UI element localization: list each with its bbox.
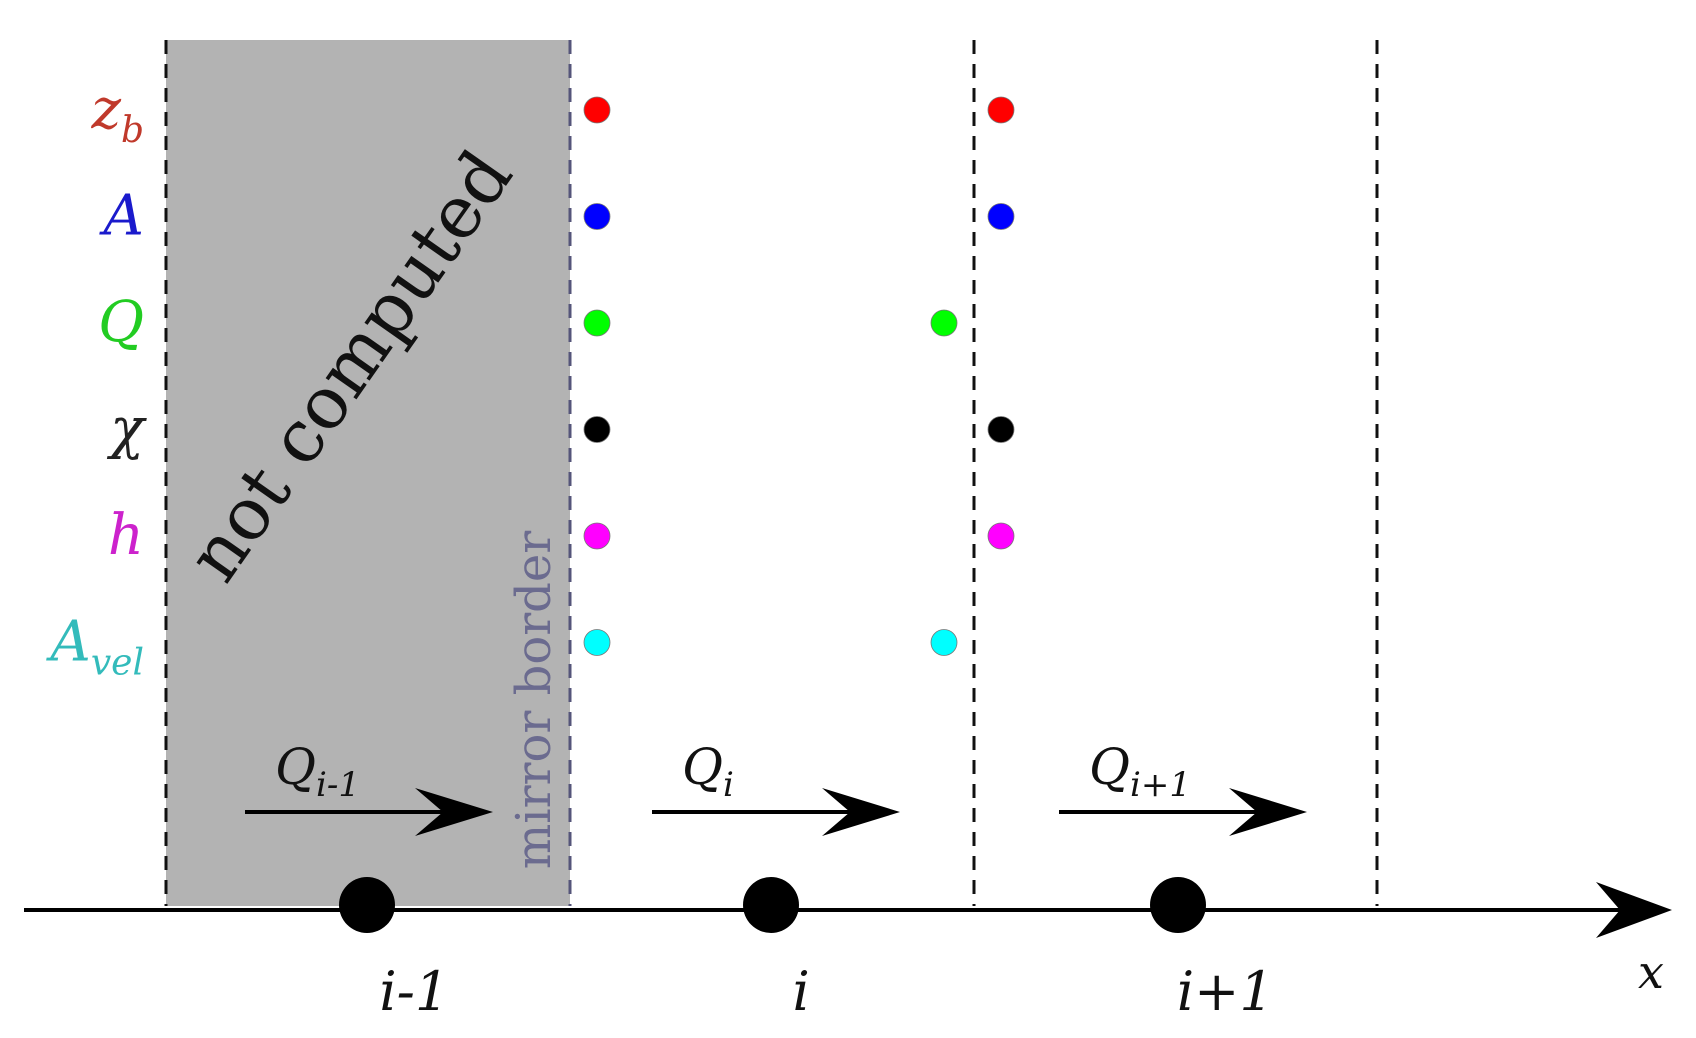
variable-dot-right xyxy=(987,522,1015,550)
variable-label-base: z xyxy=(90,77,121,142)
variable-label: Q xyxy=(98,290,144,355)
variable-dot-left xyxy=(583,522,611,550)
variable-label-subscript: b xyxy=(121,110,144,151)
flux-label-subscript: i-1 xyxy=(316,765,360,805)
grid-node-label: i-1 xyxy=(379,960,449,1023)
flux-label-subscript: i+1 xyxy=(1130,765,1191,805)
grid-nodes: i-1 i i+1 xyxy=(339,877,1274,1023)
variable-label-base: χ xyxy=(106,397,147,462)
variable-dot-right xyxy=(987,416,1015,443)
flux-label: Qi+1 xyxy=(1089,738,1191,805)
variable-label: A xyxy=(99,184,144,249)
flux-arrow-head xyxy=(415,788,493,836)
x-axis-arrowhead xyxy=(1596,882,1672,938)
flux-label-subscript: i xyxy=(723,765,734,805)
flux-label-base: Q xyxy=(1089,738,1130,796)
variable-label-base: A xyxy=(99,184,144,249)
variable-dot-right xyxy=(930,309,958,337)
flux-arrow-head xyxy=(822,788,900,836)
flux-label-base: Q xyxy=(682,738,723,796)
variable-dot-left xyxy=(583,96,611,124)
variable-dots xyxy=(583,96,1015,656)
variable-dot-left xyxy=(583,203,611,230)
flux-label: Qi xyxy=(682,738,734,805)
grid-node xyxy=(1150,877,1206,933)
variable-dot-right xyxy=(987,96,1015,124)
variable-label: zb xyxy=(90,77,144,151)
variable-dot-left xyxy=(583,309,611,337)
variable-label: h xyxy=(108,503,144,568)
x-axis-label: x xyxy=(1638,945,1664,999)
flux-label-base: Q xyxy=(275,738,316,796)
flux-arrow-head xyxy=(1229,788,1307,836)
variable-label-base: Q xyxy=(98,290,144,355)
flux-label: Qi-1 xyxy=(275,738,360,805)
variable-dot-right xyxy=(930,629,958,656)
grid-node-label: i+1 xyxy=(1177,960,1274,1023)
grid-node xyxy=(339,877,395,933)
variable-dot-left xyxy=(583,629,611,656)
grid-node xyxy=(743,877,799,933)
not-computed-region xyxy=(166,40,570,906)
grid-node-label: i xyxy=(792,960,809,1023)
variable-label: χ xyxy=(106,397,147,462)
variable-dot-right xyxy=(987,203,1015,230)
variable-label-subscript: vel xyxy=(91,643,144,684)
variable-label: Avel xyxy=(45,610,144,684)
mirror-border-label: mirror border xyxy=(506,531,562,870)
variable-dot-left xyxy=(583,416,611,443)
variable-label-base: h xyxy=(108,503,144,568)
variable-label-base: A xyxy=(45,610,90,675)
